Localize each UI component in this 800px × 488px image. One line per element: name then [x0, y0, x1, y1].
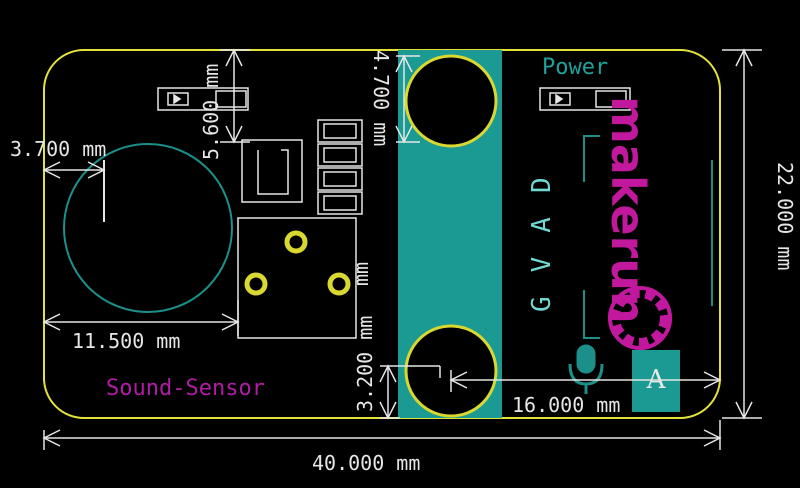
dim-hole-bottom: 3.200 mm — [353, 316, 377, 412]
dim-mic-left: 3.700 mm — [10, 137, 106, 161]
brand-logo: makerun — [601, 96, 655, 324]
pot-pads — [244, 230, 351, 296]
pin-labels: GVAD — [527, 175, 557, 312]
dim-mic-offset: 11.500 mm — [72, 329, 180, 353]
smd-components — [317, 119, 363, 215]
connector-outline — [583, 135, 713, 339]
board-name: Sound-Sensor — [106, 376, 265, 401]
microphone-icon — [568, 344, 604, 394]
mounting-hole-top — [404, 54, 498, 148]
microphone-footprint — [63, 143, 233, 313]
dim-top-led: 5.600 mm — [199, 64, 223, 160]
dim-pot-side: mm — [349, 262, 373, 286]
gear-icon — [608, 286, 672, 350]
sound-led-footprint — [157, 87, 249, 111]
dimension-lines — [42, 48, 762, 450]
power-led-footprint — [539, 87, 631, 111]
dim-width: 40.000 mm — [312, 451, 420, 475]
ic-footprint — [241, 139, 303, 203]
dim-hole-spacing: 16.000 mm — [512, 393, 620, 417]
dim-hole-top: 4.700 mm — [369, 50, 393, 146]
potentiometer-footprint — [237, 217, 357, 339]
dim-height: 22.000 mm — [773, 162, 797, 270]
layer-badge — [632, 350, 680, 412]
power-label: Power — [542, 55, 608, 80]
